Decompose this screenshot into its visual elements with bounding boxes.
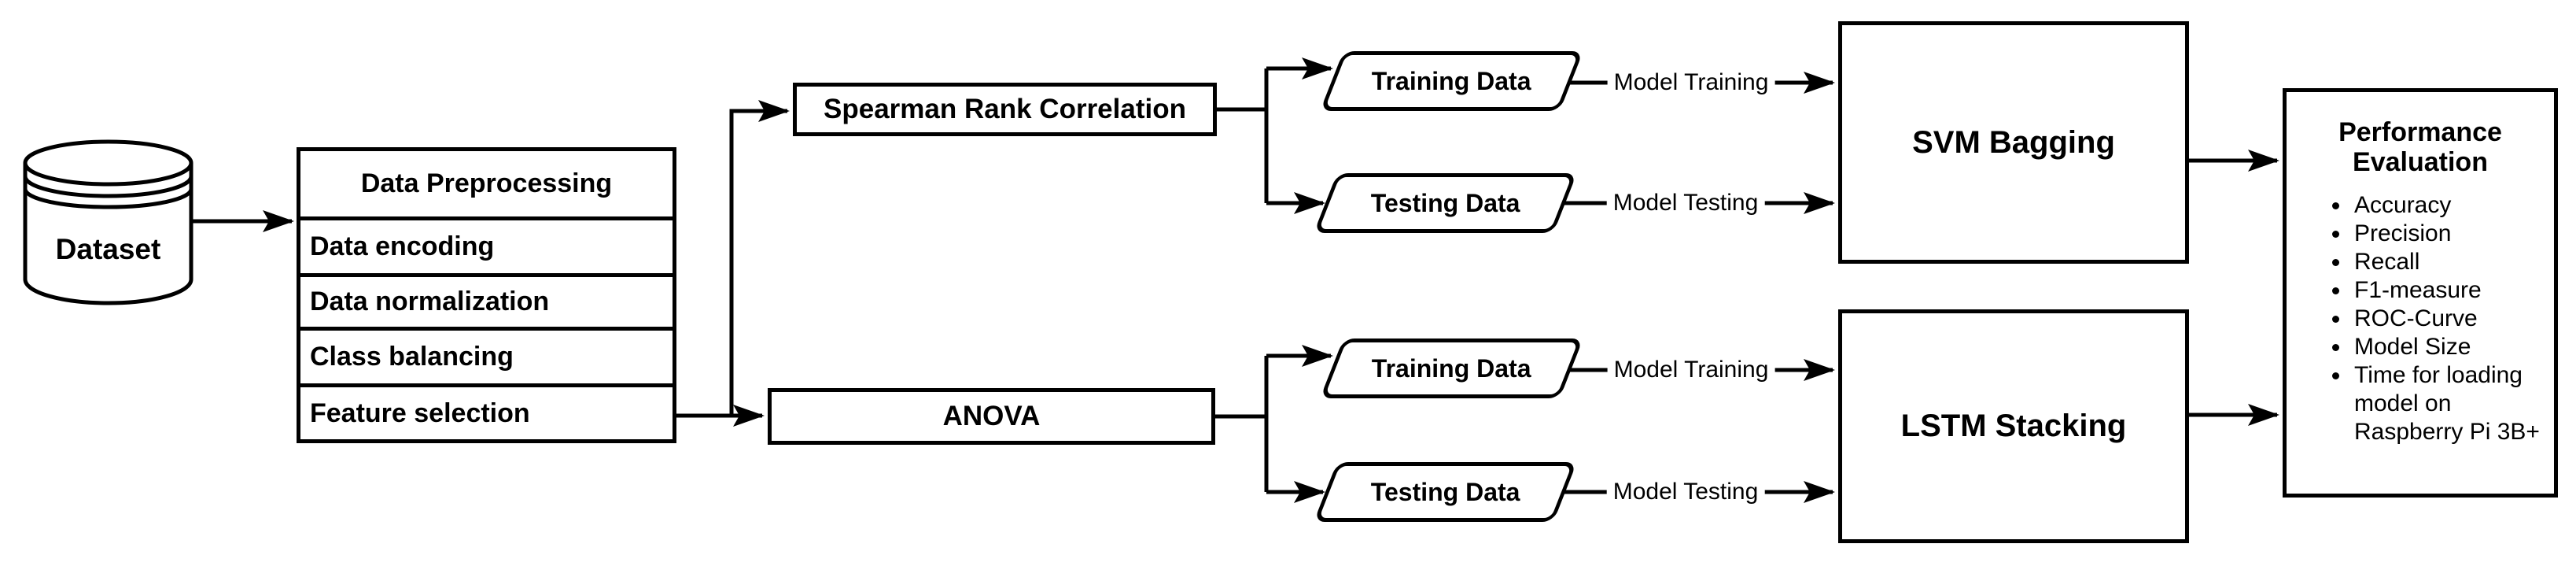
testing-data-label: Testing Data — [1370, 188, 1520, 217]
model-training-edge-label-bottom: Model Training — [1607, 357, 1775, 383]
model-testing-edge-label-bottom: Model Testing — [1606, 479, 1765, 505]
testing-data-label: Testing Data — [1370, 477, 1520, 506]
metric-item: Accuracy — [2351, 191, 2546, 220]
preprocessing-title: Data Preprocessing — [300, 151, 673, 220]
training-data-label: Training Data — [1372, 353, 1531, 383]
metric-item: Time for loading model on Raspberry Pi 3… — [2351, 361, 2546, 446]
metric-item: Precision — [2351, 220, 2546, 248]
preprocessing-step: Class balancing — [300, 331, 673, 387]
model-testing-edge-label-top: Model Testing — [1606, 190, 1765, 216]
performance-evaluation-title: Performance Evaluation — [2338, 117, 2502, 177]
metric-list: Accuracy Precision Recall F1-measure ROC… — [2287, 191, 2554, 446]
preprocessing-step: Feature selection — [310, 398, 530, 428]
performance-evaluation-node: Performance Evaluation Accuracy Precisio… — [2283, 88, 2558, 498]
metric-item: F1-measure — [2351, 276, 2546, 305]
preprocessing-step: Data normalization — [300, 277, 673, 331]
dataset-node-label: Dataset — [55, 233, 161, 265]
metric-item: Recall — [2351, 248, 2546, 276]
metric-item: ROC-Curve — [2351, 305, 2546, 333]
preprocessing-step: Data encoding — [300, 220, 673, 277]
training-data-label: Training Data — [1372, 66, 1531, 95]
training-data-node-bottom: Training Data — [1320, 338, 1583, 398]
database-cylinder-icon — [23, 139, 193, 305]
training-data-node-top: Training Data — [1320, 51, 1583, 111]
metric-item: Model Size — [2351, 333, 2546, 361]
preprocessing-node: Data Preprocessing Data encoding Data no… — [297, 147, 676, 443]
lstm-stacking-node: LSTM Stacking — [1838, 309, 2189, 543]
model-training-edge-label-top: Model Training — [1607, 69, 1775, 96]
testing-data-node-top: Testing Data — [1314, 173, 1577, 233]
spearman-node: Spearman Rank Correlation — [793, 83, 1217, 136]
anova-node: ANOVA — [768, 388, 1215, 445]
svm-bagging-node: SVM Bagging — [1838, 21, 2189, 264]
testing-data-node-bottom: Testing Data — [1314, 462, 1577, 522]
